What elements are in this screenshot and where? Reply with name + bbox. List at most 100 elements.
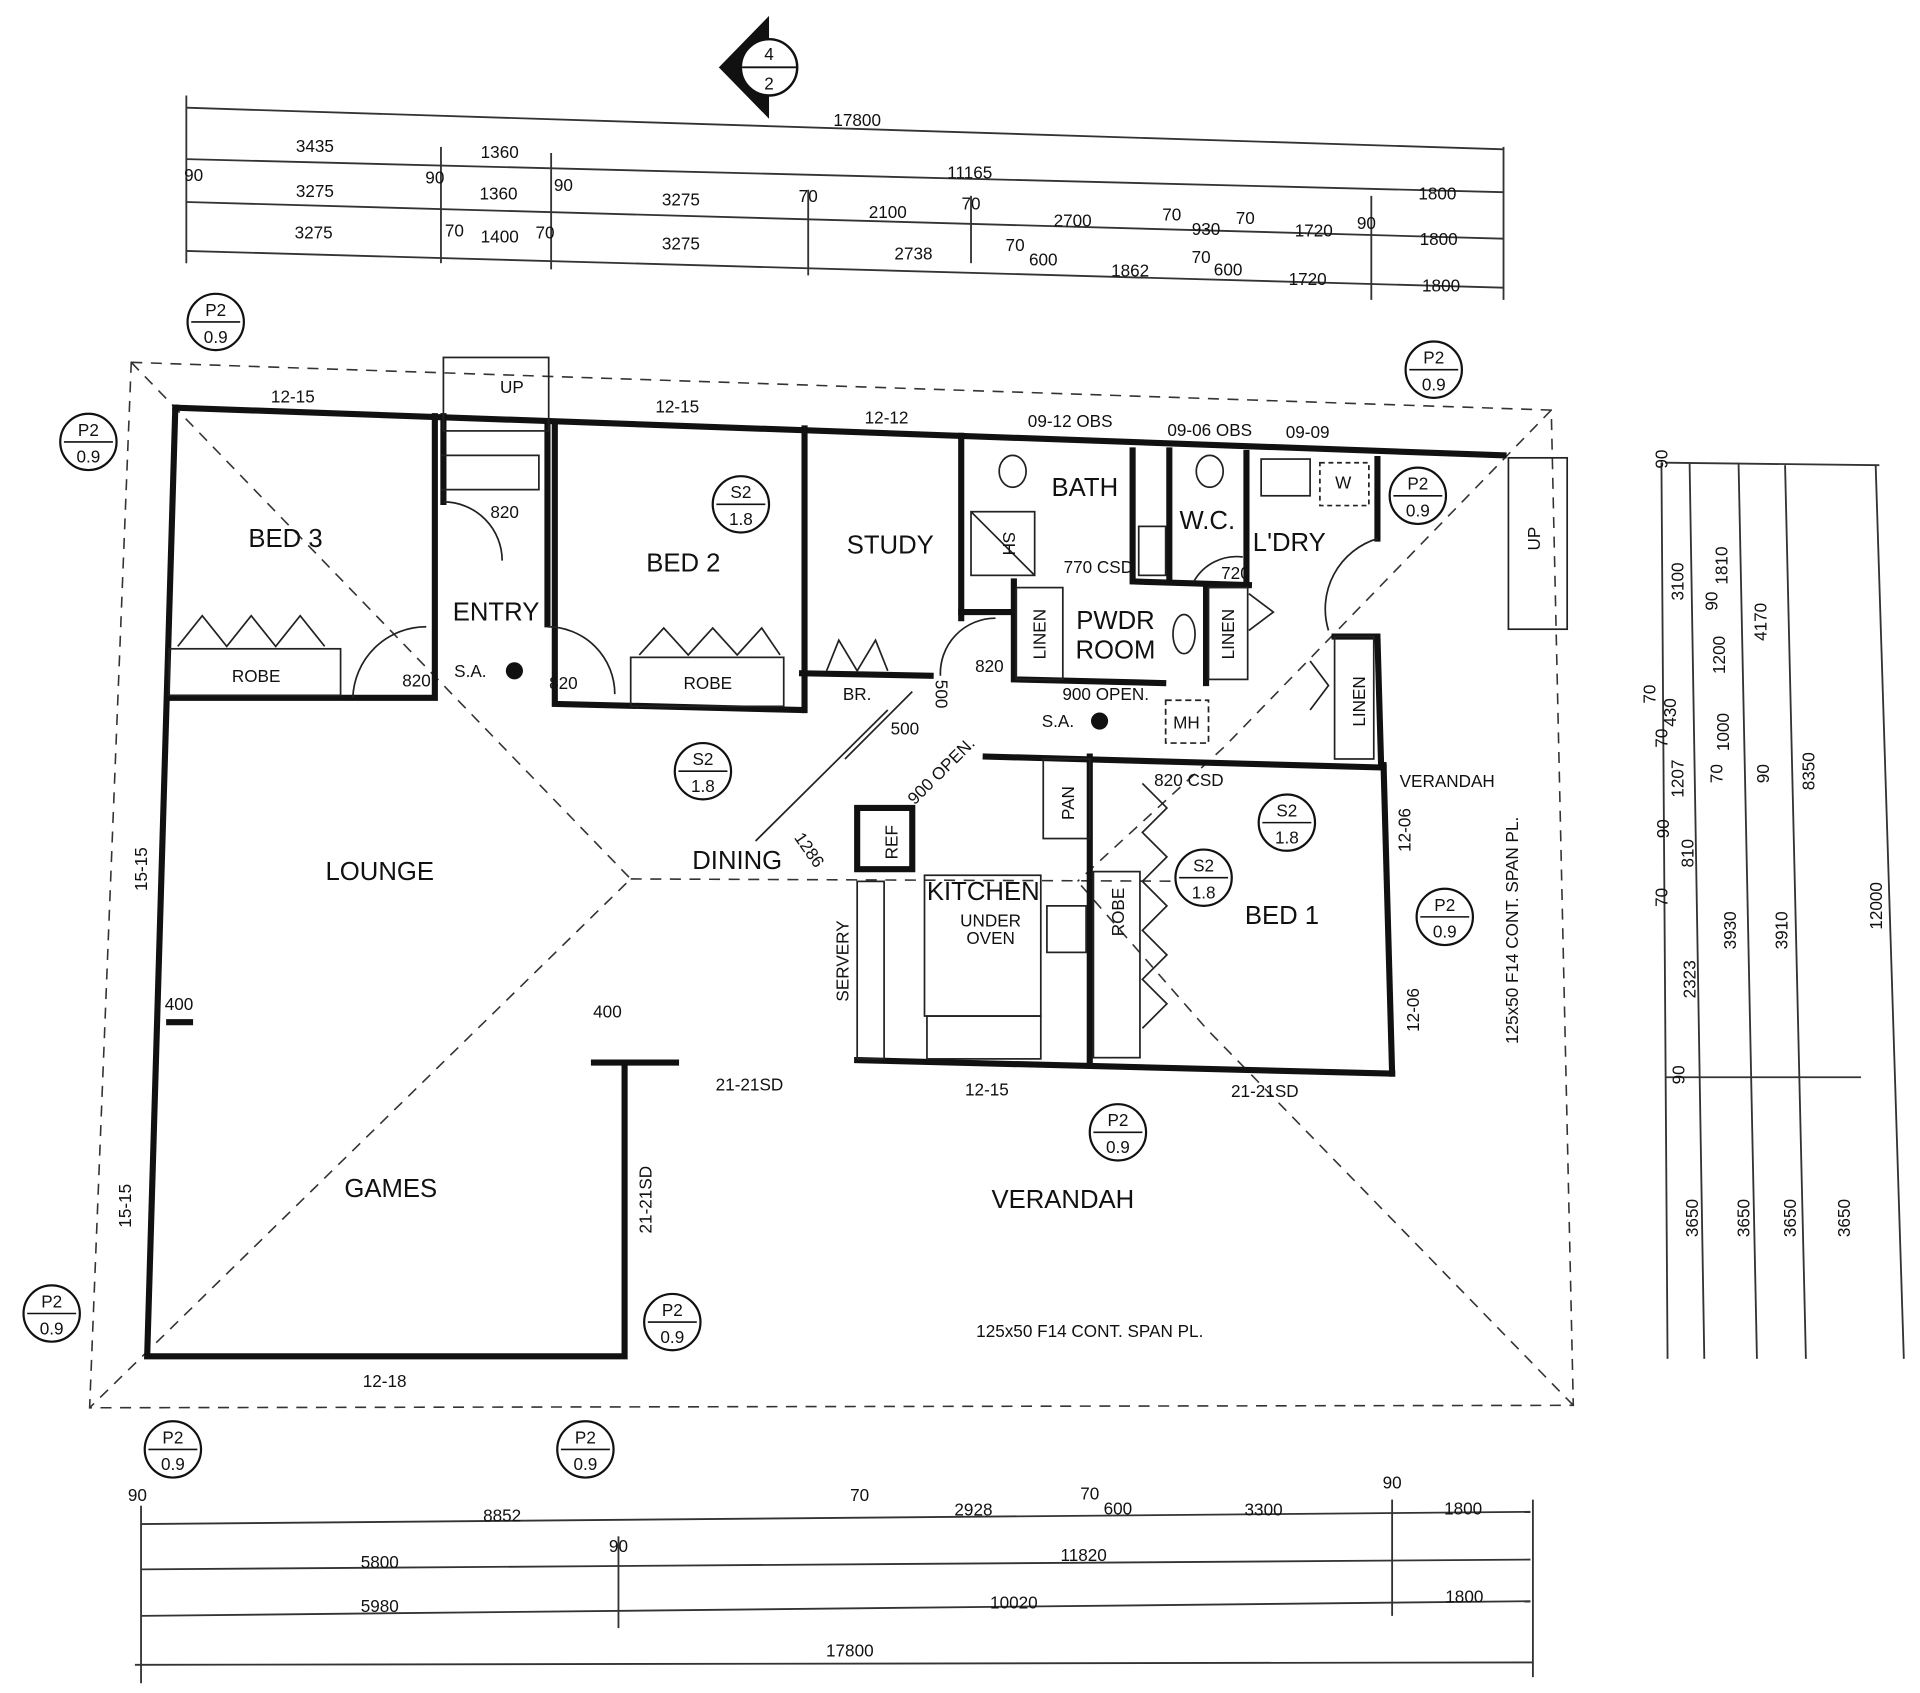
- room-label-wc: W.C.: [1179, 507, 1235, 535]
- marker-value: 1.8: [1192, 883, 1216, 903]
- dimension-value: 2700: [1054, 210, 1092, 230]
- opening-label: 500: [891, 718, 920, 738]
- dimension-value: 90: [1753, 764, 1773, 783]
- opening-label: 500: [932, 680, 952, 709]
- marker-type: P2: [162, 1427, 183, 1447]
- marker-type: S2: [692, 749, 713, 769]
- dimension-value: 70: [1006, 235, 1025, 255]
- dimension-value: 90: [1383, 1473, 1402, 1493]
- robe-label: ROBE: [684, 673, 733, 693]
- marker-value: 0.9: [1433, 922, 1457, 942]
- dimension-line: [141, 1510, 1531, 1525]
- dimension-value: 8852: [483, 1506, 521, 1526]
- section-marker: 4 2: [718, 15, 799, 119]
- marker-type: P2: [1107, 1110, 1128, 1130]
- dimension-value: 3300: [1245, 1499, 1283, 1519]
- beam-note: 125x50 F14 CONT. SPAN PL.: [1502, 817, 1522, 1044]
- beam-note: 125x50 F14 CONT. SPAN PL.: [976, 1321, 1203, 1341]
- dimension-value: 70: [850, 1485, 869, 1505]
- marker-type: P2: [78, 420, 99, 440]
- dimension-value: 90: [1652, 450, 1672, 469]
- dimension-line: [141, 1558, 1531, 1571]
- section-marker-top: 4: [764, 44, 774, 64]
- shower-label: SH: [999, 532, 1019, 556]
- dimension-value: 70: [1652, 729, 1672, 748]
- door-label: 21-21SD: [636, 1166, 656, 1234]
- dimension-value: 3650: [1734, 1199, 1754, 1237]
- dimension-value: 90: [1653, 819, 1673, 838]
- dimension-line: [186, 106, 1504, 151]
- stair-up-label: UP: [1524, 527, 1544, 551]
- room-label-kitchen: KITCHEN: [927, 878, 1040, 906]
- pantry-label: PAN: [1058, 786, 1078, 820]
- opening-label: 900 OPEN.: [1062, 684, 1149, 704]
- room-label-pwdr: PWDR: [1076, 607, 1154, 635]
- robe-label: ROBE: [1108, 888, 1128, 937]
- broom-label: BR.: [843, 684, 872, 704]
- dimension-value: 70: [445, 220, 464, 240]
- opening-label: 720: [1221, 563, 1250, 583]
- pier-marker: P20.9: [59, 412, 118, 472]
- marker-type: P2: [1423, 348, 1444, 368]
- servery-label: SERVERY: [833, 920, 853, 1002]
- marker-type: S2: [1276, 801, 1297, 821]
- linen-label: LINEN: [1030, 609, 1050, 659]
- walls: [144, 356, 1569, 1360]
- marker-value: 1.8: [691, 776, 715, 796]
- window-label: 12-15: [965, 1080, 1009, 1100]
- dimension-line: [1874, 465, 1905, 1359]
- dimension-value: 810: [1677, 839, 1697, 868]
- dimension-value: 1800: [1445, 1586, 1483, 1606]
- dimension-value: 1810: [1712, 547, 1732, 585]
- opening-label: 770 CSD: [1064, 557, 1133, 577]
- dimension-value: 600: [1214, 259, 1243, 279]
- dimension-value: 1720: [1289, 269, 1327, 289]
- room-label-pwdr-room: ROOM: [1076, 637, 1156, 665]
- opening-label: 820: [549, 673, 578, 693]
- dimension-value: 17800: [833, 110, 881, 130]
- pier-marker: S21.8: [1174, 848, 1233, 907]
- opening-label: 820 CSD: [1154, 770, 1224, 790]
- dimension-value: 3435: [296, 136, 334, 156]
- roof-outline: [88, 361, 1575, 1409]
- dimension-value: 70: [1162, 204, 1181, 224]
- marker-type: P2: [662, 1300, 683, 1320]
- dimension-value: 1000: [1713, 713, 1733, 751]
- dimension-value: 90: [609, 1536, 628, 1556]
- dimension-value: 10020: [990, 1593, 1038, 1613]
- dimension-value: 1400: [481, 226, 519, 246]
- dimension-value: 17800: [826, 1640, 874, 1660]
- marker-value: 0.9: [1106, 1137, 1130, 1157]
- marker-value: 0.9: [574, 1454, 598, 1474]
- opening-label: 400: [593, 1001, 622, 1021]
- dimension-value: 3910: [1772, 911, 1792, 949]
- dimension-value: 3100: [1667, 562, 1687, 600]
- linen-label: LINEN: [1349, 676, 1369, 726]
- marker-value: 1.8: [1275, 827, 1299, 847]
- marker-type: S2: [1193, 856, 1214, 876]
- dimension-line: [1688, 462, 1706, 1359]
- dimension-value: 70: [1080, 1484, 1099, 1504]
- dimension-value: 11165: [947, 163, 992, 183]
- dimension-value: 90: [1357, 213, 1376, 233]
- room-label-games: GAMES: [344, 1175, 437, 1203]
- dimension-value: 1800: [1420, 229, 1458, 249]
- pier-marker: P20.9: [643, 1292, 702, 1352]
- dimension-value: 2100: [869, 202, 907, 222]
- dimension-line: [141, 1600, 1531, 1617]
- linen-label: LINEN: [1218, 609, 1238, 659]
- opening-label: 400: [165, 994, 194, 1014]
- dimension-line: [186, 250, 1504, 289]
- pier-markers: P20.9P20.9P20.9P20.9P20.9P20.9P20.9P20.9…: [22, 292, 1475, 1479]
- pier-marker: S21.8: [673, 741, 733, 801]
- marker-type: P2: [1407, 474, 1428, 494]
- dimension-value: 12000: [1866, 882, 1886, 930]
- dimension-value: 8350: [1798, 752, 1818, 790]
- dimension-value: 600: [1029, 250, 1058, 270]
- pier-marker: P20.9: [556, 1420, 615, 1479]
- dimension-value: 70: [1236, 208, 1255, 228]
- window-label: 15-15: [115, 1184, 135, 1228]
- room-label-verandah-south: VERANDAH: [991, 1186, 1134, 1214]
- room-label-dining: DINING: [692, 847, 782, 875]
